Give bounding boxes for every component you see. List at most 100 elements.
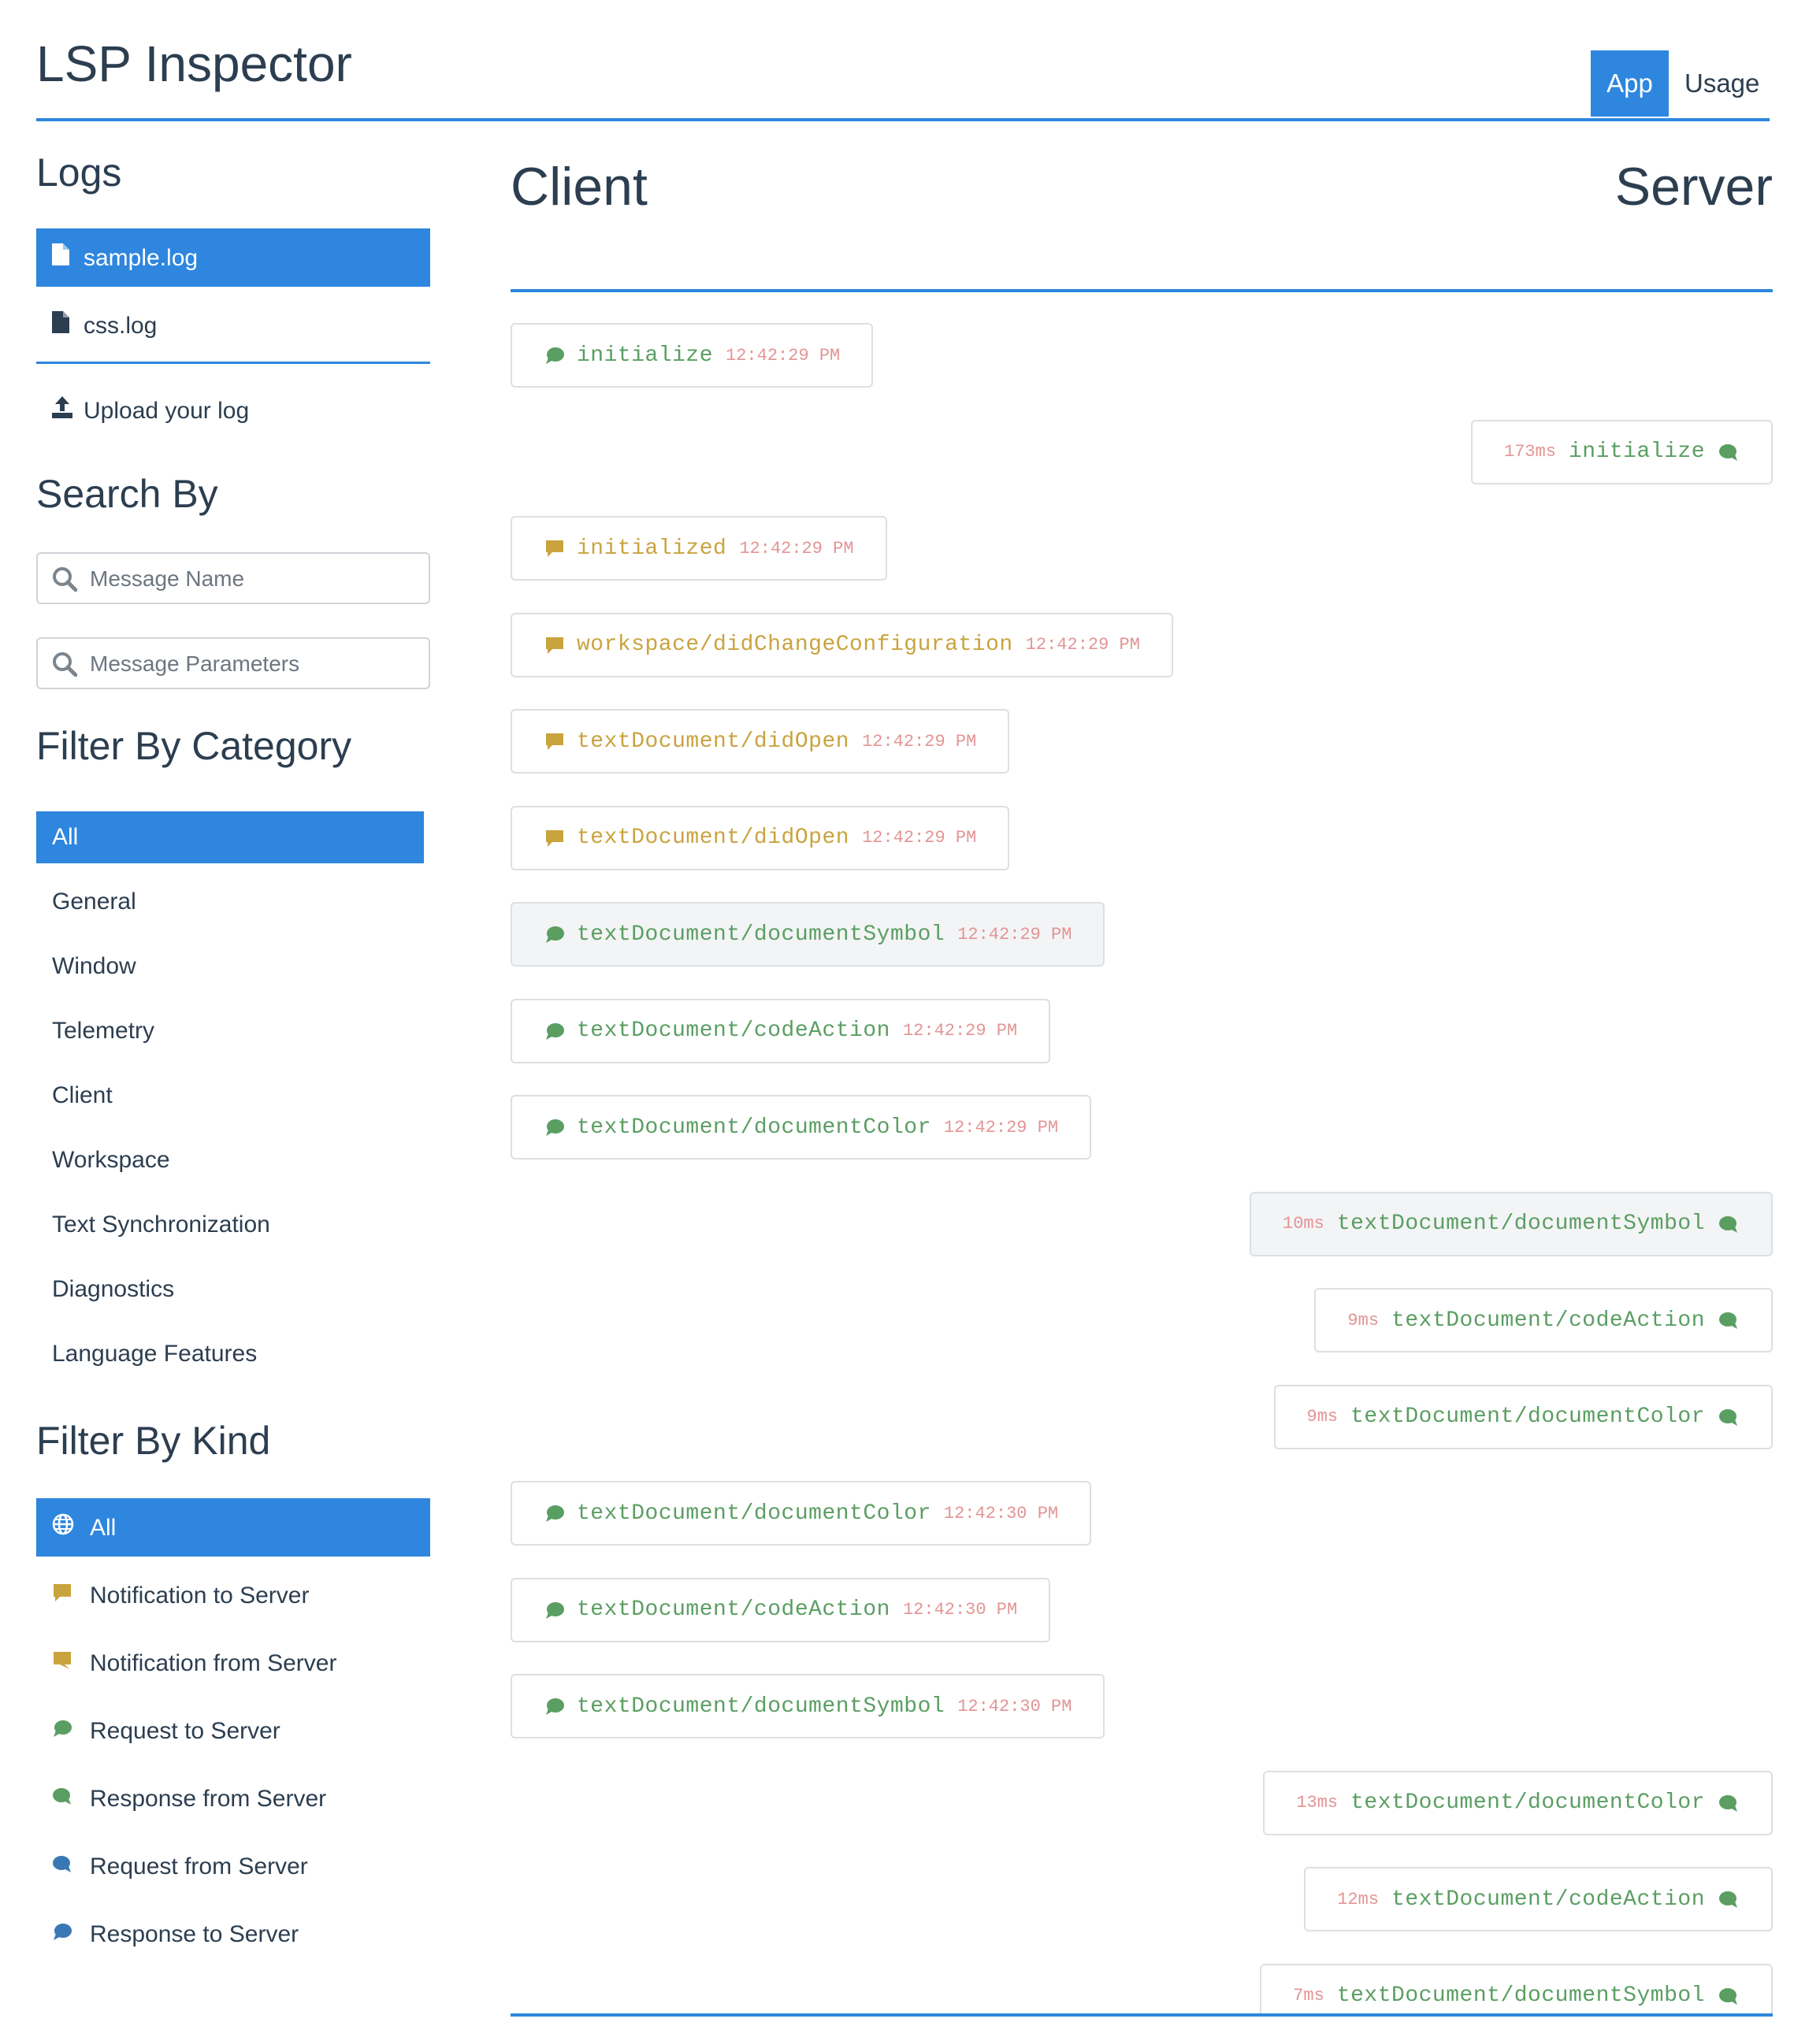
- kind-label: Notification from Server: [90, 1650, 337, 1677]
- comment-icon: [52, 1838, 90, 1896]
- message-timestamp: 12:42:30 PM: [943, 1503, 1059, 1523]
- category-client[interactable]: Client: [52, 1082, 113, 1108]
- comment-icon: [544, 344, 566, 366]
- category-all[interactable]: All: [36, 811, 424, 863]
- kind-response-to-server[interactable]: Response to Server: [36, 1905, 430, 1963]
- message-duration: 9ms: [1347, 1310, 1380, 1330]
- category-workspace[interactable]: Workspace: [52, 1147, 170, 1173]
- category-window[interactable]: Window: [52, 953, 136, 979]
- message-item[interactable]: 9ms textDocument/documentColor: [1273, 1384, 1773, 1449]
- message-timestamp: 12:42:29 PM: [957, 924, 1072, 944]
- category-general[interactable]: General: [52, 889, 136, 915]
- search-icon: [52, 566, 78, 596]
- comment-icon: [1718, 1406, 1740, 1428]
- message-timestamp: 12:42:29 PM: [902, 1021, 1018, 1041]
- message-duration: 12ms: [1337, 1889, 1380, 1909]
- file-icon: [52, 229, 84, 288]
- message-timestamp: 12:42:30 PM: [902, 1600, 1018, 1620]
- comment-icon: [52, 1770, 90, 1828]
- message-name: textDocument/documentColor: [1350, 1790, 1705, 1815]
- globe-icon: [52, 1499, 90, 1557]
- message-item[interactable]: 12ms textDocument/codeAction: [1304, 1867, 1773, 1931]
- message-name: initialized: [577, 536, 727, 561]
- category-title: Filter By Category: [36, 724, 352, 768]
- kind-request-to-server[interactable]: Request to Server: [36, 1701, 430, 1760]
- message-name: initialize: [1568, 440, 1705, 464]
- kind-label: Request to Server: [90, 1718, 280, 1745]
- comment-icon: [1718, 441, 1740, 463]
- upload-label: Upload your log: [84, 398, 250, 425]
- kind-all[interactable]: All: [36, 1498, 430, 1557]
- kind-notification-from-server[interactable]: Notification from Server: [36, 1634, 430, 1692]
- notification-icon: [544, 730, 566, 752]
- message-item[interactable]: 9ms textDocument/codeAction: [1314, 1288, 1773, 1353]
- log-item-css[interactable]: css.log: [36, 296, 430, 354]
- category-text-synchronization[interactable]: Text Synchronization: [52, 1212, 270, 1237]
- kind-label: Response from Server: [90, 1786, 327, 1813]
- comment-icon: [1718, 1888, 1740, 1910]
- kind-notification-to-server[interactable]: Notification to Server: [36, 1566, 430, 1624]
- upload-log-button[interactable]: Upload your log: [36, 381, 430, 440]
- category-language-features[interactable]: Language Features: [52, 1341, 258, 1367]
- message-duration: 9ms: [1306, 1407, 1339, 1427]
- message-name-input[interactable]: [88, 560, 422, 598]
- comment-icon: [1718, 1792, 1740, 1814]
- upload-icon: [52, 382, 84, 440]
- tab-usage[interactable]: Usage: [1684, 69, 1760, 98]
- server-column-title: Server: [1614, 157, 1773, 217]
- message-duration: 13ms: [1296, 1793, 1339, 1813]
- message-timestamp: 12:42:29 PM: [739, 538, 854, 558]
- message-name: textDocument/codeAction: [1391, 1308, 1705, 1333]
- kind-label: All: [90, 1515, 117, 1542]
- message-item[interactable]: initialized 12:42:29 PM: [511, 516, 887, 581]
- comment-icon: [544, 1116, 566, 1138]
- kind-request-from-server[interactable]: Request from Server: [36, 1837, 430, 1895]
- kind-label: Response to Server: [90, 1921, 299, 1948]
- logs-divider: [36, 362, 430, 364]
- message-name: textDocument/documentColor: [1350, 1404, 1705, 1429]
- kind-response-from-server[interactable]: Response from Server: [36, 1769, 430, 1827]
- message-item[interactable]: 13ms textDocument/documentColor: [1263, 1770, 1773, 1835]
- notification-icon: [52, 1635, 90, 1693]
- comment-icon: [544, 1695, 566, 1717]
- message-item[interactable]: textDocument/documentColor 12:42:30 PM: [511, 1481, 1092, 1545]
- logs-title: Logs: [36, 150, 122, 195]
- message-name: textDocument/documentColor: [577, 1501, 931, 1526]
- log-item-sample[interactable]: sample.log: [36, 228, 430, 287]
- category-telemetry[interactable]: Telemetry: [52, 1018, 155, 1044]
- kind-label: Request from Server: [90, 1853, 308, 1880]
- app-title: LSP Inspector: [36, 35, 352, 92]
- message-name: textDocument/didOpen: [577, 826, 850, 850]
- message-name: textDocument/codeAction: [1391, 1887, 1705, 1912]
- message-name: textDocument/documentColor: [577, 1115, 931, 1140]
- message-params-input[interactable]: [88, 645, 422, 683]
- category-diagnostics[interactable]: Diagnostics: [52, 1276, 175, 1302]
- message-name: textDocument/didOpen: [577, 729, 850, 754]
- message-name: textDocument/documentSymbol: [1336, 1212, 1705, 1236]
- notification-icon: [544, 634, 566, 656]
- comment-icon: [1718, 1985, 1740, 2007]
- log-item-label: sample.log: [84, 245, 199, 272]
- message-name: textDocument/codeAction: [577, 1597, 890, 1622]
- message-name: textDocument/documentSymbol: [1336, 1983, 1705, 2008]
- timeline-top-divider: [511, 289, 1773, 292]
- message-name: textDocument/documentSymbol: [577, 1694, 945, 1719]
- notification-icon: [544, 537, 566, 559]
- message-name-search: [36, 552, 430, 604]
- file-icon: [52, 297, 84, 355]
- comment-icon: [52, 1702, 90, 1761]
- comment-icon: [544, 923, 566, 945]
- message-item[interactable]: textDocument/codeAction 12:42:30 PM: [511, 1577, 1051, 1642]
- tab-app[interactable]: App: [1591, 50, 1669, 117]
